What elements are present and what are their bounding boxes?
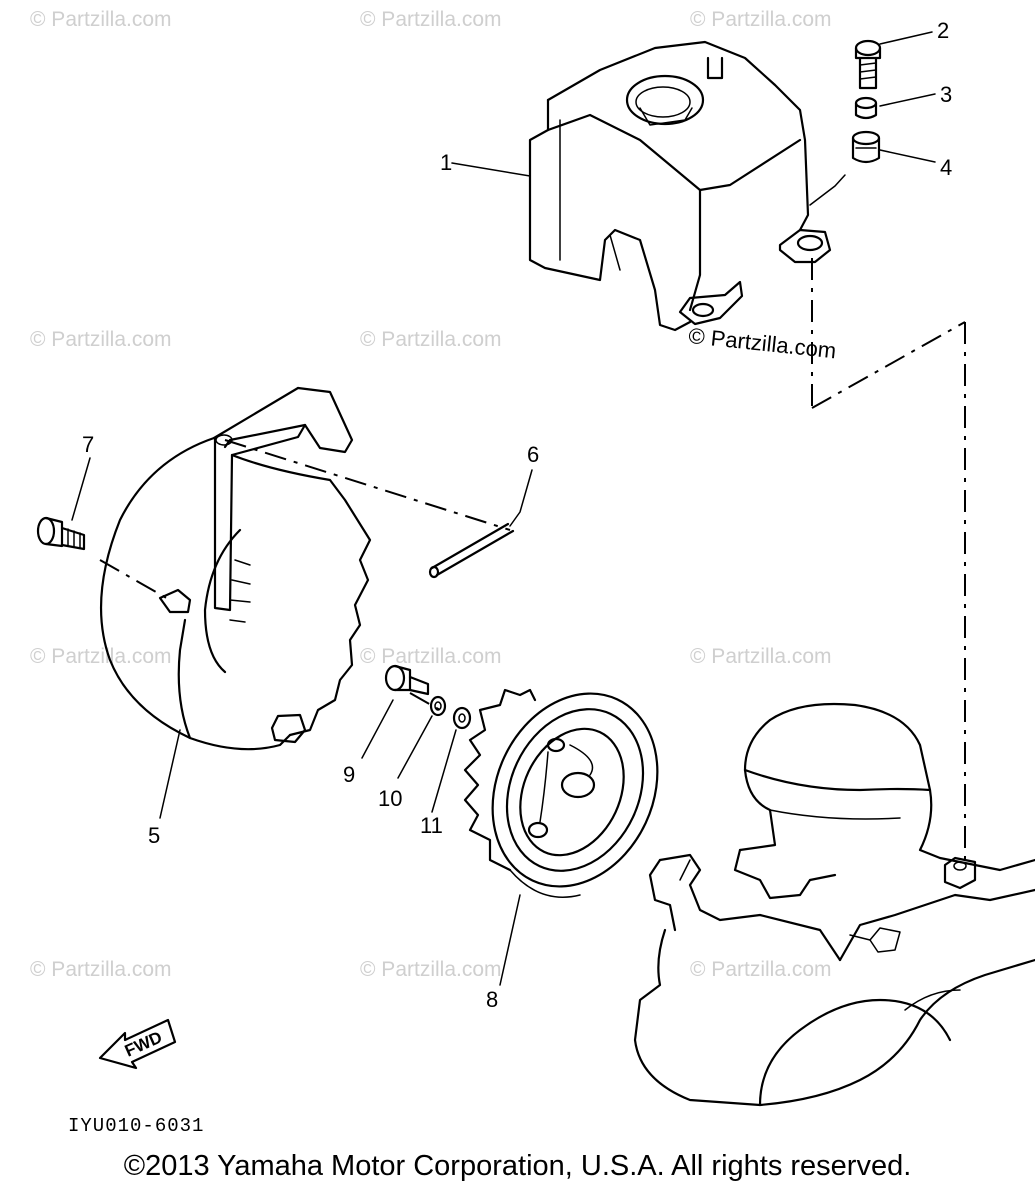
grommet: [851, 130, 881, 164]
lock-washer: [397, 695, 447, 779]
watermark: © Partzilla.com: [30, 328, 172, 351]
watermark: © Partzilla.com: [30, 958, 172, 981]
callout-11: 11: [420, 813, 443, 838]
watermark: © Partzilla.com: [690, 958, 832, 981]
callout-10: 10: [378, 786, 402, 811]
watermark: © Partzilla.com: [360, 8, 502, 31]
diagram-code: IYU010-6031: [68, 1115, 204, 1137]
cylinder-shroud: [528, 40, 832, 332]
watermark: © Partzilla.com: [30, 645, 172, 668]
callout-3: 3: [940, 82, 952, 107]
screw: [854, 39, 882, 90]
forward-arrow-icon: FWD: [98, 1018, 177, 1070]
fan-housing: [99, 386, 372, 751]
callout-8: 8: [486, 987, 498, 1012]
collar: [854, 96, 878, 120]
callout-5: 5: [148, 823, 160, 848]
leader-lines: [451, 31, 936, 206]
callout-7: 7: [82, 432, 94, 457]
callouts: 1 2 3 4 5 6 7 8 9 10 11: [82, 18, 952, 1012]
washer: [431, 706, 472, 813]
engine-body: [633, 702, 1035, 1107]
copyright-notice: ©2013 Yamaha Motor Corporation, U.S.A. A…: [123, 1150, 912, 1182]
watermark: © Partzilla.com: [690, 645, 832, 668]
watermark: © Partzilla.com: [30, 8, 172, 31]
watermark: © Partzilla.com: [690, 8, 832, 31]
flywheel-bolt: [361, 664, 430, 759]
callout-9: 9: [343, 762, 355, 787]
callout-4: 4: [940, 155, 952, 180]
alignment-lines: [99, 258, 966, 860]
watermark: © Partzilla.com: [360, 328, 502, 351]
bolt: [36, 457, 91, 551]
pin: [428, 469, 533, 579]
callout-2: 2: [937, 18, 949, 43]
watermark: © Partzilla.com: [360, 958, 502, 981]
watermark: © Partzilla.com: [360, 645, 502, 668]
callout-6: 6: [527, 442, 539, 467]
flywheel: [463, 688, 659, 986]
callout-1: 1: [440, 150, 452, 175]
